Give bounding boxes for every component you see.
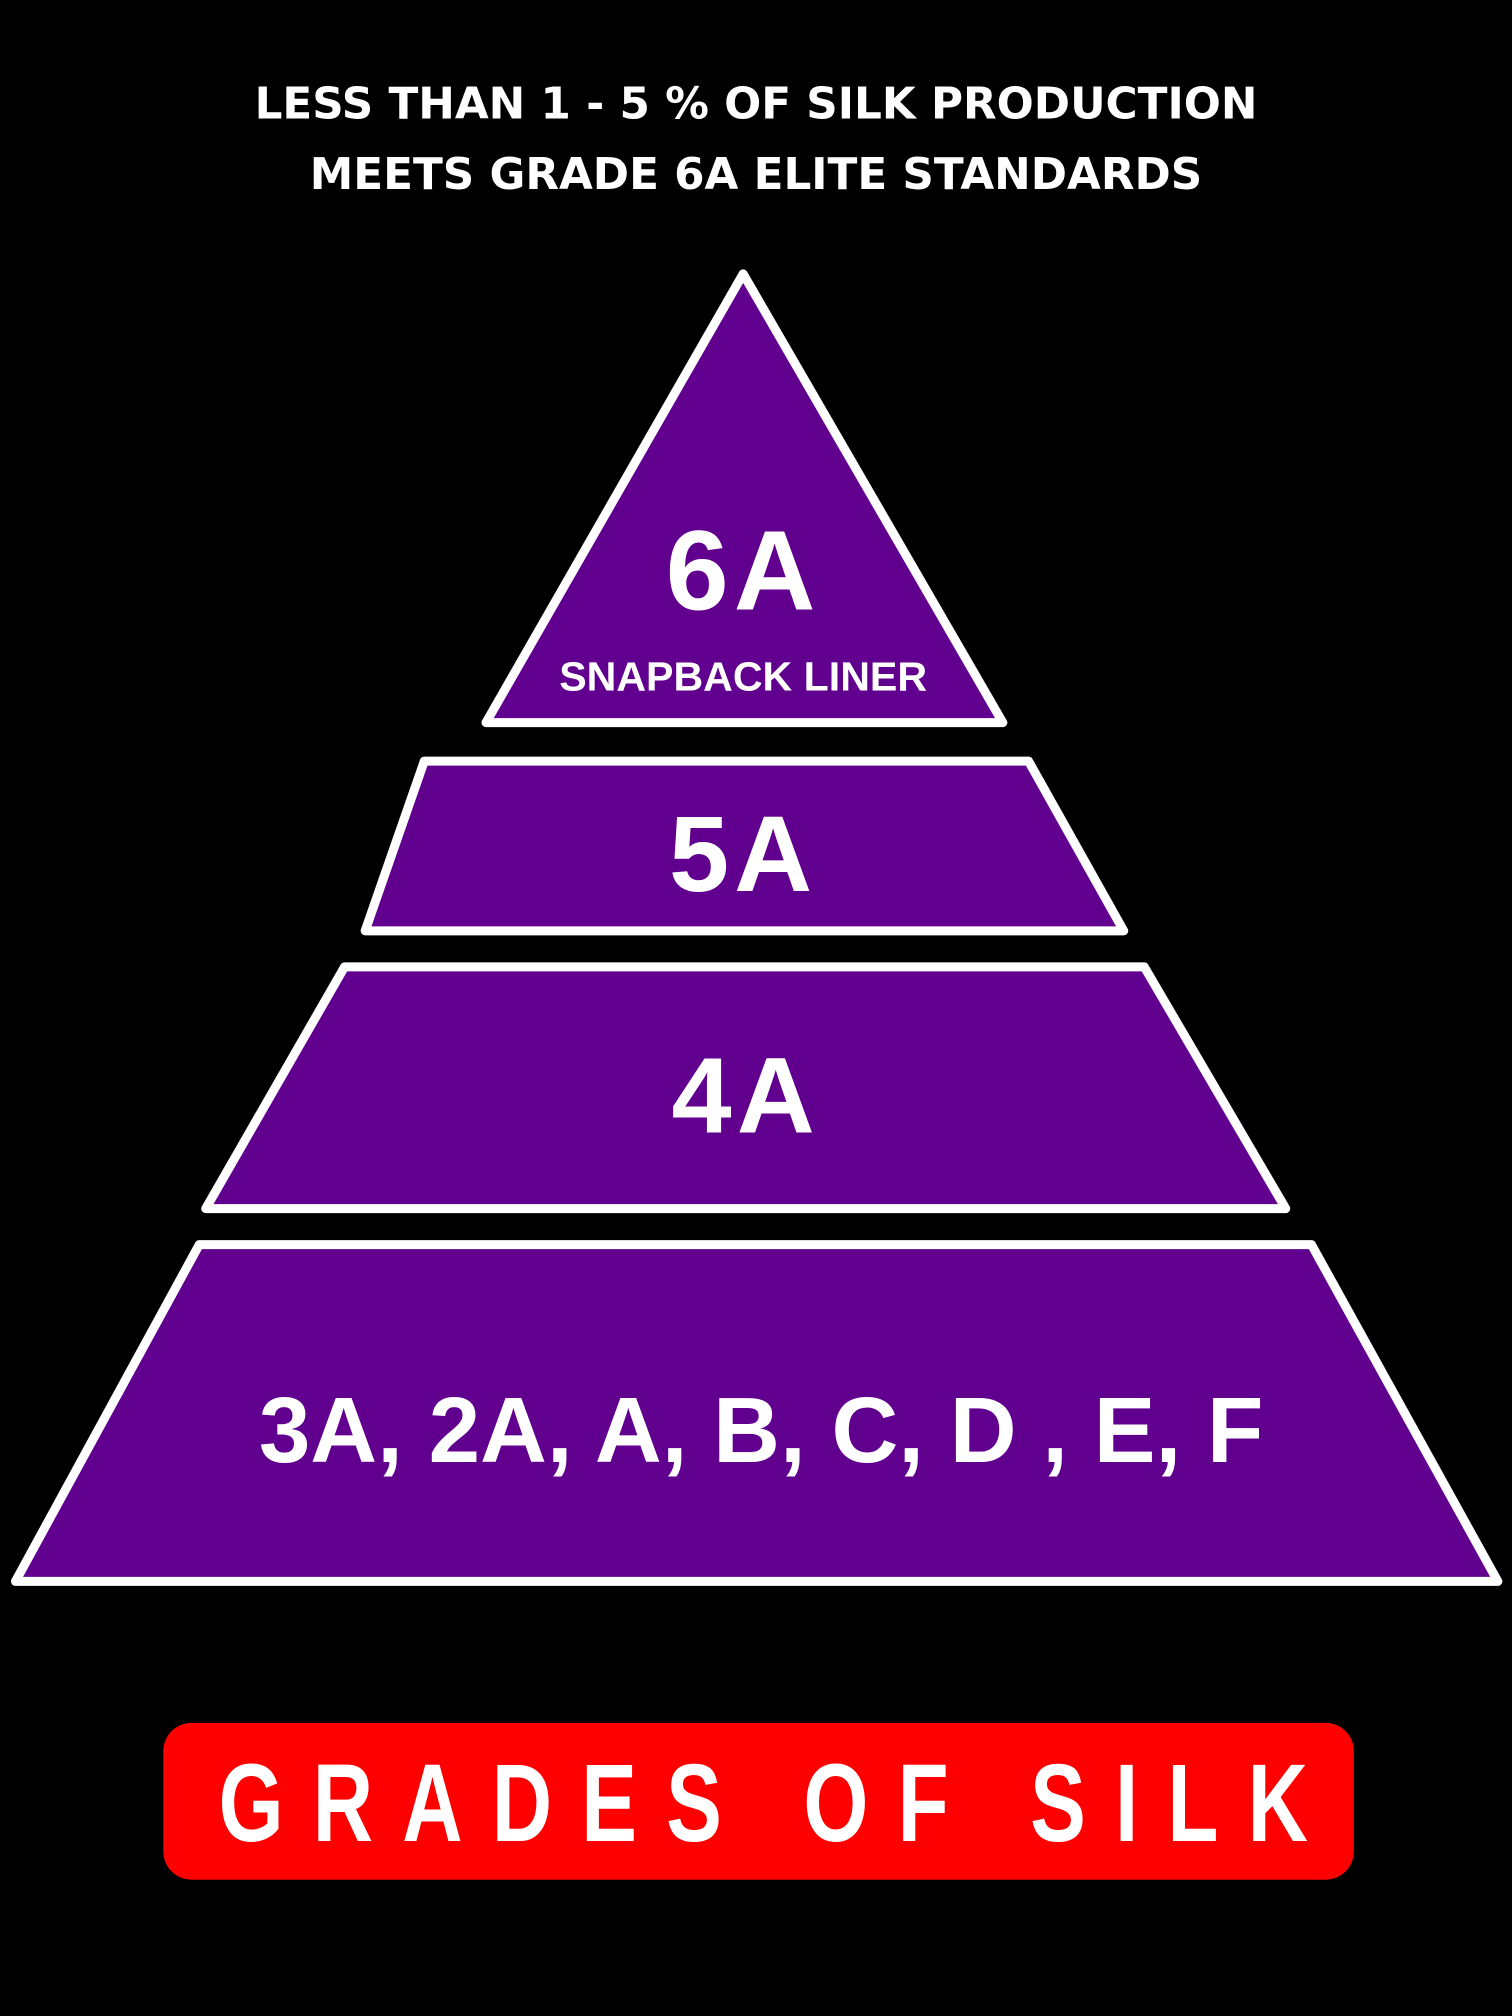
pyramid-tier-6a: 6A SNAPBACK LINER bbox=[481, 269, 1008, 728]
tier-4a-label: 4A bbox=[672, 1035, 820, 1156]
banner-background bbox=[163, 1722, 1354, 1880]
banner-title: GRADES OF SILK bbox=[219, 1742, 1338, 1865]
tier-5a-shape bbox=[360, 756, 1129, 936]
pyramid-tier-5a: 5A bbox=[360, 756, 1129, 936]
tier-base-label: 3A, 2A, A, B, C, D , E, F bbox=[259, 1378, 1264, 1482]
tier-6a-shape bbox=[481, 269, 1008, 728]
tier-4a-shape bbox=[201, 962, 1291, 1214]
pyramid-tier-4a: 4A bbox=[201, 962, 1291, 1214]
tier-5a-label: 5A bbox=[669, 793, 817, 914]
grades-banner: GRADES OF SILK bbox=[163, 1722, 1354, 1880]
tier-6a-label: 6A bbox=[666, 507, 821, 633]
heading-line-1: LESS THAN 1 - 5 % OF SILK PRODUCTION bbox=[255, 78, 1258, 129]
heading-line-2: MEETS GRADE 6A ELITE STANDARDS bbox=[310, 149, 1202, 200]
tier-6a-sublabel: SNAPBACK LINER bbox=[559, 653, 927, 699]
pyramid-tier-base: 3A, 2A, A, B, C, D , E, F bbox=[10, 1240, 1503, 1586]
tier-base-shape bbox=[10, 1240, 1503, 1586]
